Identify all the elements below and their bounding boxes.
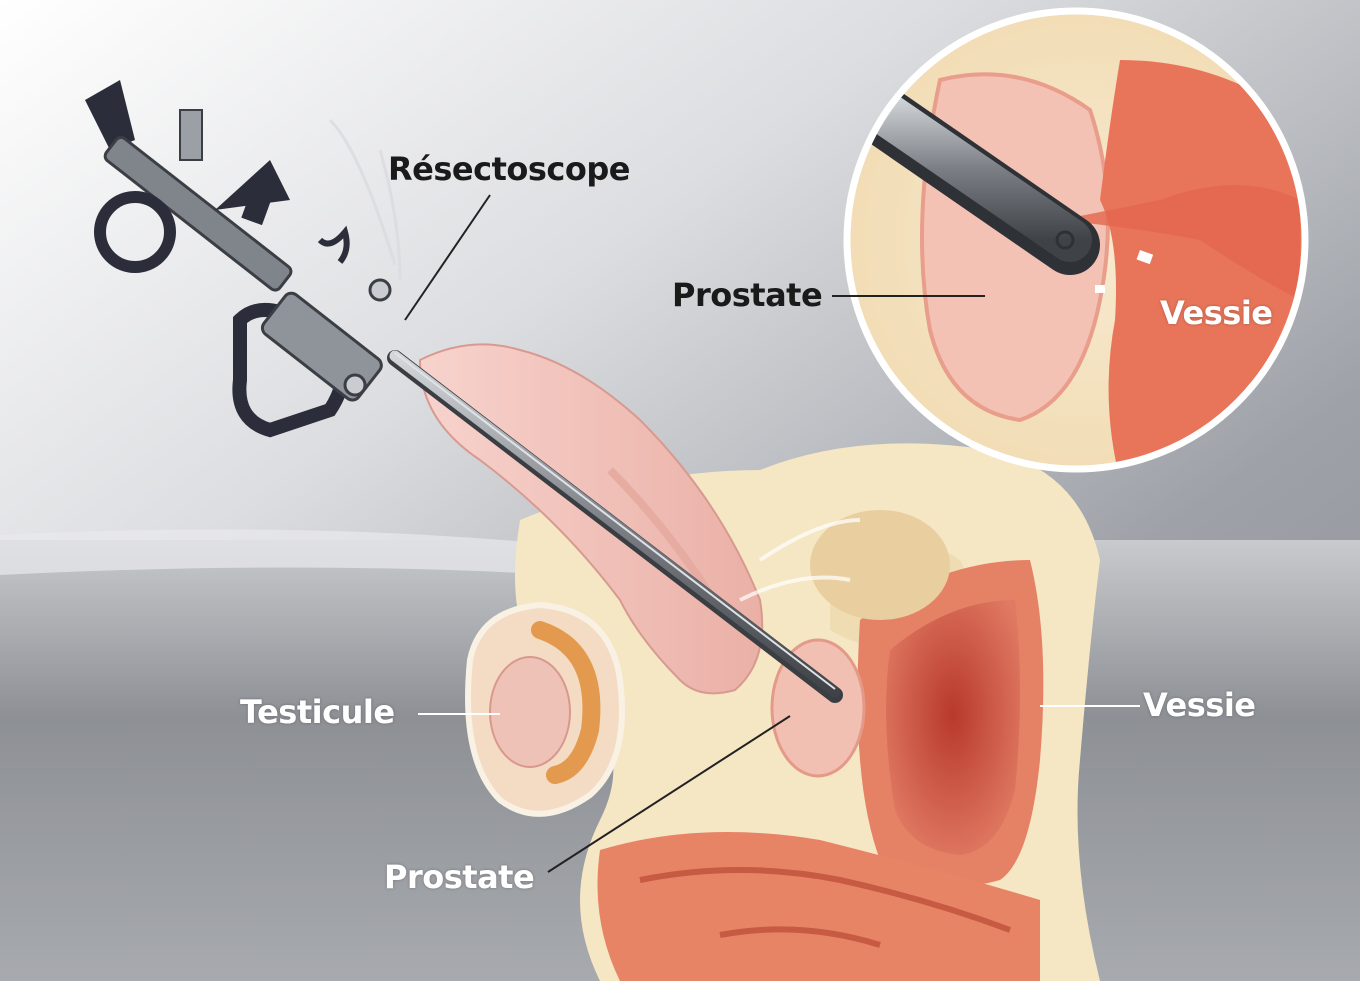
label-prostate-inset: Prostate	[672, 276, 822, 314]
label-testicule: Testicule	[240, 693, 395, 731]
bladder-lumen	[886, 600, 1020, 855]
label-vessie-inset: Vessie	[1160, 294, 1272, 332]
testicle	[490, 657, 570, 767]
label-vessie-main: Vessie	[1143, 686, 1255, 724]
label-prostate-main: Prostate	[384, 858, 534, 896]
label-resectoscope: Résectoscope	[388, 150, 630, 188]
